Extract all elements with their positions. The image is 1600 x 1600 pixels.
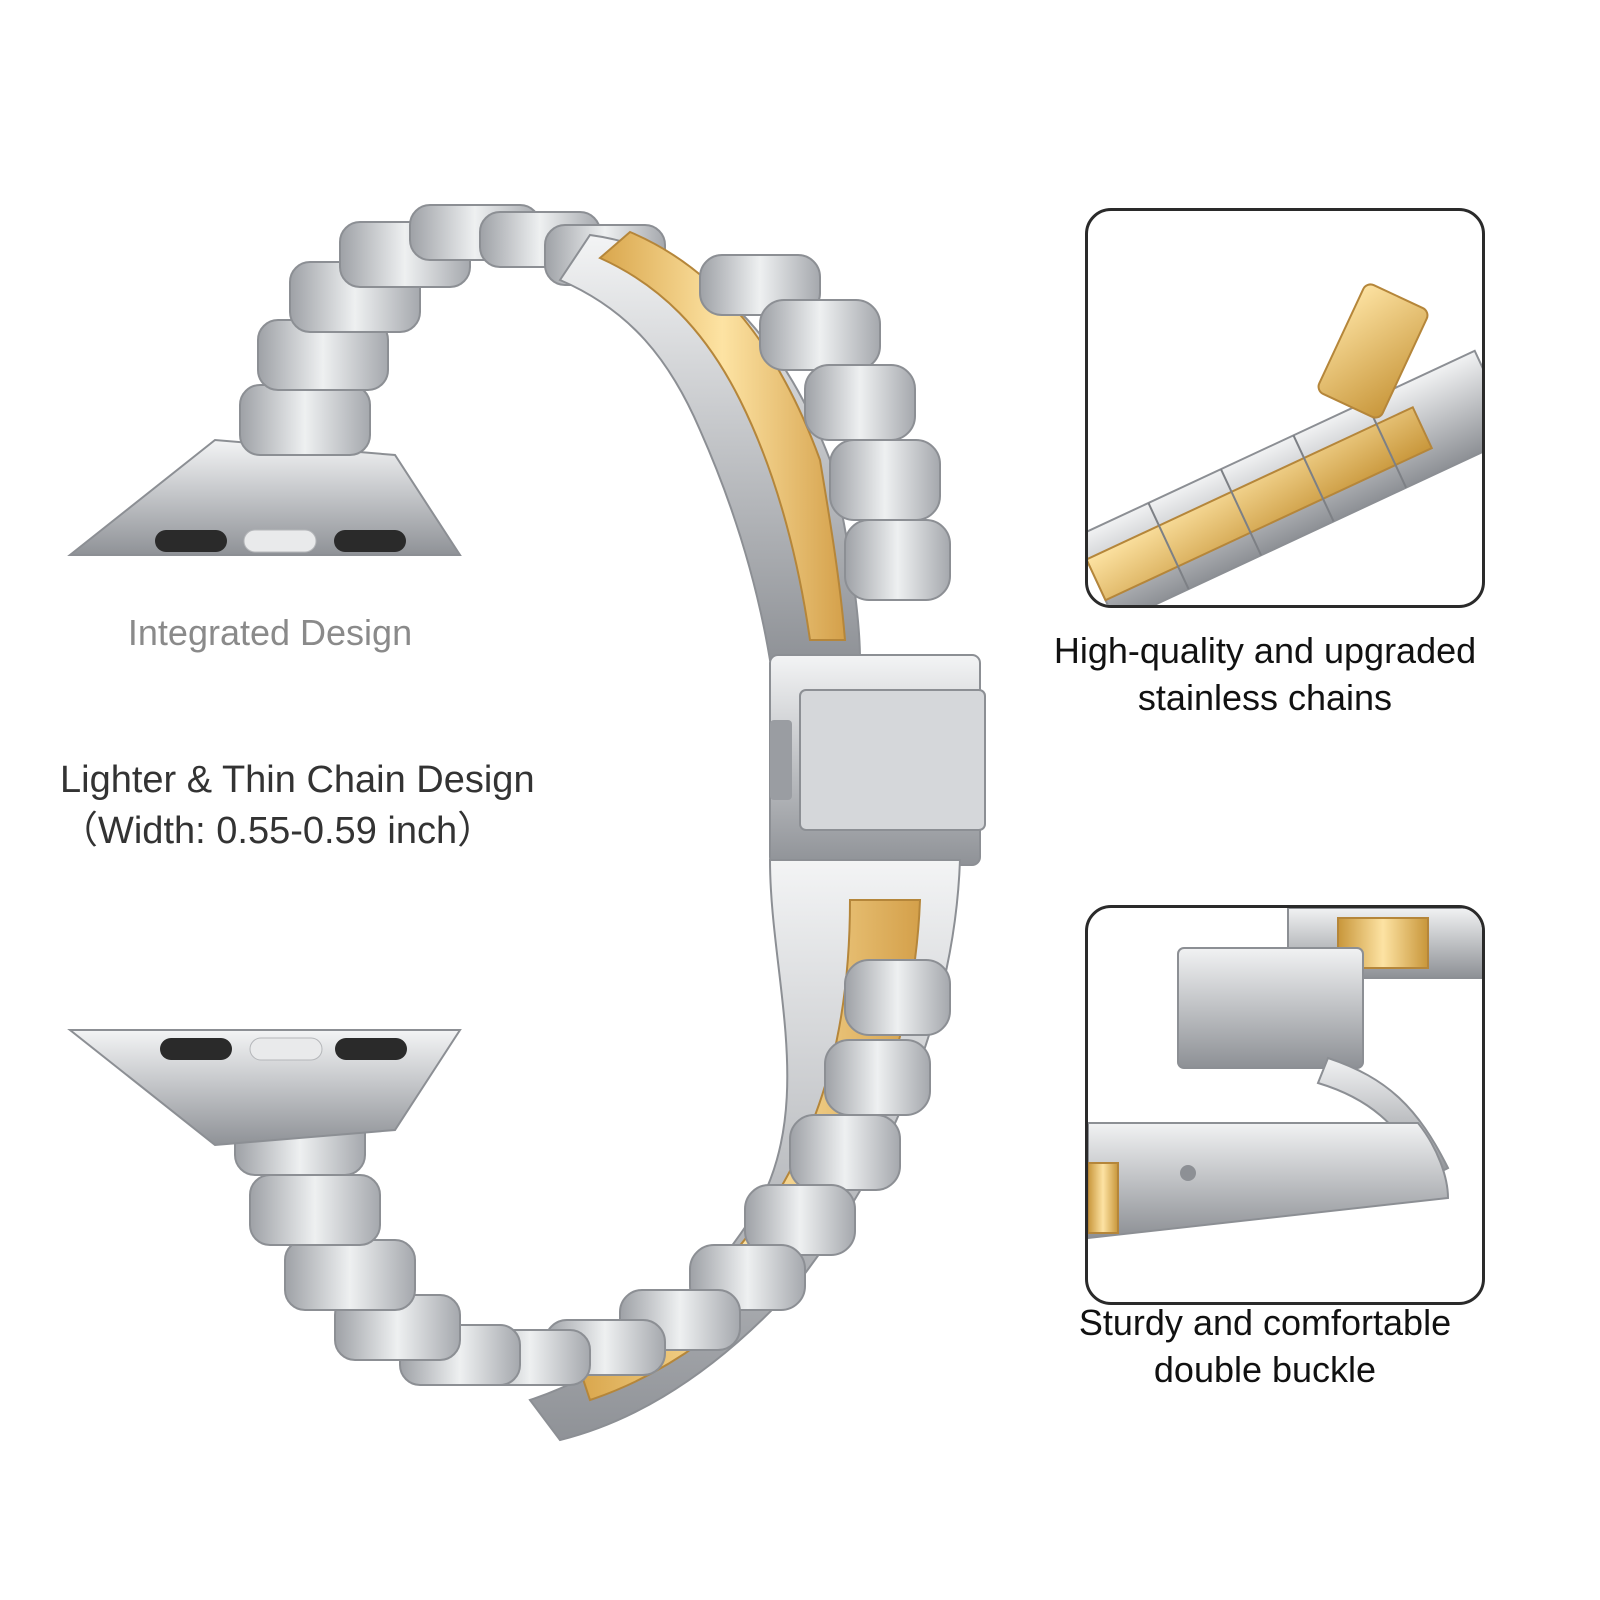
buckle [769, 654, 986, 866]
top-lug [67, 438, 462, 556]
buckle-caption: Sturdy and comfortable double buckle [1015, 1300, 1515, 1394]
buckle-caption-line1: Sturdy and comfortable [1078, 1302, 1452, 1343]
chain-caption: High-quality and upgraded stainless chai… [1015, 628, 1515, 722]
chain-caption-line2: stainless chains [1137, 676, 1393, 718]
chain-design-label: Lighter & Thin Chain Design （Width: 0.55… [60, 755, 535, 858]
chain-detail-panel [1085, 208, 1485, 608]
bottom-lug [67, 1029, 462, 1147]
buckle-caption-line2: double buckle [1153, 1348, 1377, 1390]
right-chain [558, 230, 951, 661]
integrated-design-label: Integrated Design [127, 612, 413, 653]
buckle-detail-image [1088, 908, 1482, 1240]
buckle-detail-panel [1085, 905, 1485, 1305]
chain-design-title: Lighter & Thin Chain Design [60, 759, 535, 801]
bottom-link-arc [234, 1104, 591, 1386]
chain-detail-image [1088, 283, 1482, 605]
chain-caption-line1: High-quality and upgraded [1053, 630, 1477, 671]
chain-width-note: （Width: 0.55-0.59 inch） [60, 810, 496, 853]
lower-chain [528, 859, 962, 1442]
top-link-arc [239, 204, 666, 456]
